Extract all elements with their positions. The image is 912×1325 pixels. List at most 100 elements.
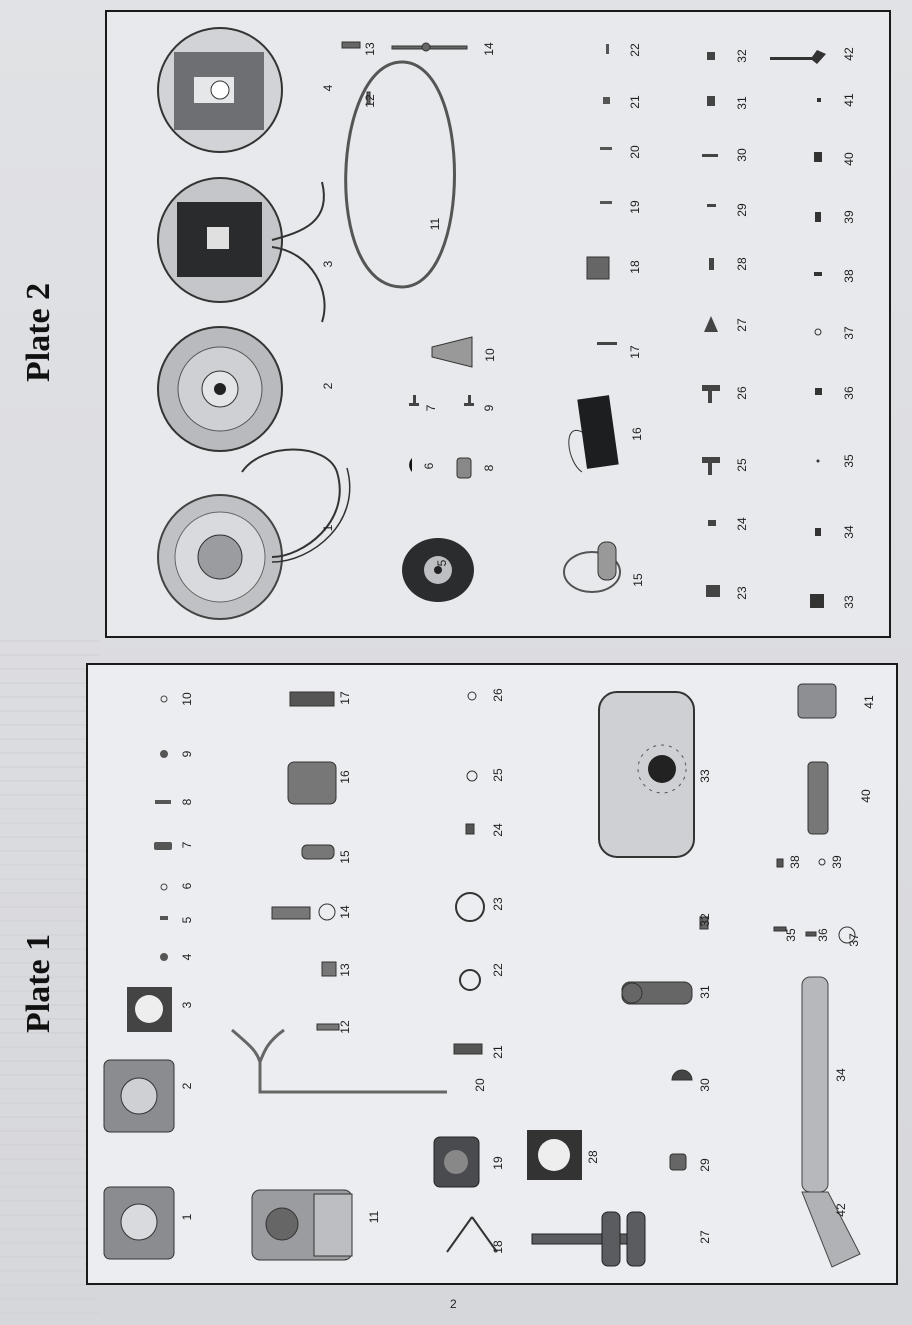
plate2-part-number-5: 5 <box>435 559 449 566</box>
plate1-part-number-14: 14 <box>338 905 352 919</box>
plate1-part-number-24: 24 <box>491 823 505 837</box>
plate2-part-number-14: 14 <box>482 42 496 56</box>
plate1-part-number-13: 13 <box>338 963 352 977</box>
part-stator-plate <box>157 177 326 323</box>
part-fuel-line <box>231 1028 447 1094</box>
plate1-artwork: 1234567891011121314151617181920212223242… <box>88 665 896 1283</box>
plate1-part-number-1: 1 <box>180 1213 194 1220</box>
plate2-part-number-23: 23 <box>735 586 749 600</box>
part-condenser <box>568 395 619 473</box>
plate1-part-number-42: 42 <box>834 1203 848 1217</box>
plate2-part-number-37: 37 <box>842 326 856 340</box>
plate2-part-number-40: 40 <box>842 152 856 166</box>
plate1-title: Plate 1 <box>20 933 57 1033</box>
plate2-part-number-24: 24 <box>735 517 749 531</box>
part-6-key <box>409 458 412 472</box>
part-gasket <box>127 987 172 1032</box>
plate2-part-number-17: 17 <box>628 345 642 359</box>
part-small-row1 <box>154 695 172 961</box>
plate1-part-number-21: 21 <box>491 1045 505 1059</box>
plate1-part-number-9: 9 <box>180 750 194 757</box>
part-spring-clip <box>446 1216 498 1253</box>
plate2-part-number-42: 42 <box>842 47 856 61</box>
plate2-part-number-13: 13 <box>363 42 377 56</box>
part-breaker-cam <box>402 538 474 602</box>
part-row2 <box>271 691 340 1031</box>
part-exhaust-tube <box>801 976 829 1193</box>
plate2-part-number-19: 19 <box>628 200 642 214</box>
plate1-part-number-27: 27 <box>698 1230 712 1244</box>
plate2-part-number-21: 21 <box>628 95 642 109</box>
plate2-title: Plate 2 <box>20 282 57 382</box>
plate2-part-number-16: 16 <box>630 427 644 441</box>
part-misc-row1 <box>600 44 612 204</box>
part-flywheel-cover <box>157 448 351 620</box>
part-reed-housing <box>251 1189 353 1261</box>
plate2-part-number-10: 10 <box>483 348 497 362</box>
plate1-part-number-19: 19 <box>491 1156 505 1170</box>
plate1-part-number-34: 34 <box>834 1068 848 1082</box>
plate1-part-number-5: 5 <box>180 916 194 923</box>
plate2-part-number-12: 12 <box>363 94 377 108</box>
bleed-through-left <box>0 640 100 1320</box>
plate1-part-number-22: 22 <box>491 963 505 977</box>
plate1-part-number-17: 17 <box>338 691 352 705</box>
plate1-part-number-32: 32 <box>698 913 712 927</box>
plate2-part-number-33: 33 <box>842 595 856 609</box>
plate2-part-number-2: 2 <box>321 382 335 389</box>
plate2-part-number-11: 11 <box>428 217 442 230</box>
plate2-part-number-6: 6 <box>422 462 436 469</box>
plate1-part-number-36: 36 <box>816 928 830 942</box>
plate1-part-number-20: 20 <box>473 1078 487 1092</box>
part-row4 <box>621 916 709 1171</box>
plate2-part-number-26: 26 <box>735 386 749 400</box>
part-small-pins <box>341 41 468 105</box>
part-gasket-large <box>527 1130 582 1180</box>
part-screws <box>409 395 474 406</box>
plate2-part-number-3: 3 <box>321 260 335 267</box>
part-crankshaft <box>531 1211 646 1267</box>
plate2-part-number-29: 29 <box>735 203 749 217</box>
plate2-part-number-31: 31 <box>735 96 749 110</box>
part-pin <box>597 342 617 345</box>
plate2-part-number-15: 15 <box>631 573 645 587</box>
plate2-part-number-38: 38 <box>842 269 856 283</box>
plate2-part-number-41: 41 <box>842 93 856 107</box>
plate1-part-number-2: 2 <box>180 1082 194 1089</box>
plate1-part-number-10: 10 <box>180 692 194 706</box>
part-starter-cable <box>563 541 621 593</box>
plate1-part-number-3: 3 <box>180 1001 194 1008</box>
part-misc-row3 <box>770 50 826 608</box>
part-lever <box>431 336 473 368</box>
plate1-part-number-40: 40 <box>859 789 873 803</box>
plate2-part-number-35: 35 <box>842 454 856 468</box>
plate2-part-number-36: 36 <box>842 386 856 400</box>
plate1-part-number-25: 25 <box>491 768 505 782</box>
part-exhaust-elbow <box>801 1191 861 1268</box>
plate2-part-number-32: 32 <box>735 49 749 63</box>
plate1-part-number-41: 41 <box>862 695 876 709</box>
plate1-part-number-7: 7 <box>180 841 194 848</box>
part-cable <box>344 60 456 289</box>
part-flywheel <box>157 326 283 452</box>
plate2-part-number-25: 25 <box>735 458 749 472</box>
plate1-part-number-6: 6 <box>180 882 194 889</box>
part-bushing <box>456 457 472 479</box>
plate1-part-number-15: 15 <box>338 850 352 864</box>
plate2-part-number-1: 1 <box>321 524 335 531</box>
plate1-part-number-29: 29 <box>698 1158 712 1172</box>
part-fuel-tank <box>598 691 695 858</box>
plate2-artwork: 1234567891011121314151617181920212223242… <box>107 12 889 636</box>
page-number: 2 <box>450 1297 457 1311</box>
part-row5 <box>773 683 856 944</box>
plate1-part-number-8: 8 <box>180 798 194 805</box>
plate1-part-number-39: 39 <box>830 855 844 869</box>
plate2-part-number-20: 20 <box>628 145 642 159</box>
plate1-part-number-30: 30 <box>698 1078 712 1092</box>
plate2-part-number-30: 30 <box>735 148 749 162</box>
part-carburetor-body <box>103 1059 175 1260</box>
part-fuel-pump <box>433 1136 480 1188</box>
plate2-part-number-22: 22 <box>628 43 642 57</box>
